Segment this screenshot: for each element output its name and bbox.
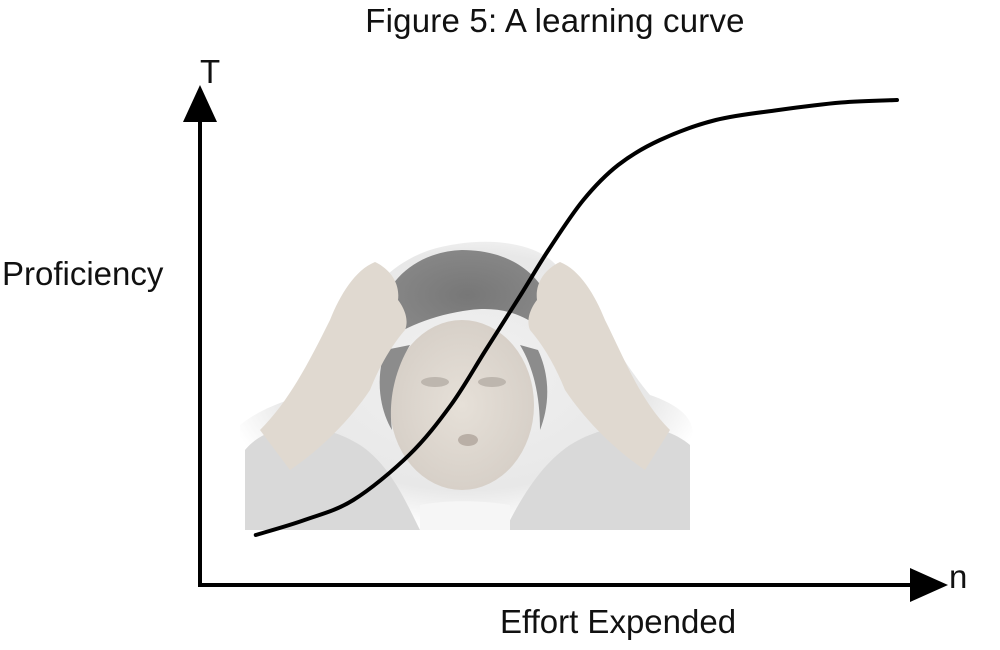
y-axis-label: Proficiency: [2, 255, 164, 292]
axes: [183, 85, 948, 602]
x-axis-label: Effort Expended: [500, 603, 737, 640]
background-photo: [240, 241, 693, 530]
y-axis-arrowhead: [183, 85, 217, 122]
x-axis-arrowhead: [910, 568, 948, 602]
y-axis-end-label: T: [200, 53, 221, 90]
chart-title: Figure 5: A learning curve: [365, 2, 745, 39]
x-axis-end-label: n: [949, 558, 968, 595]
series-line-0: [253, 98, 899, 537]
series-layer: [253, 98, 899, 537]
